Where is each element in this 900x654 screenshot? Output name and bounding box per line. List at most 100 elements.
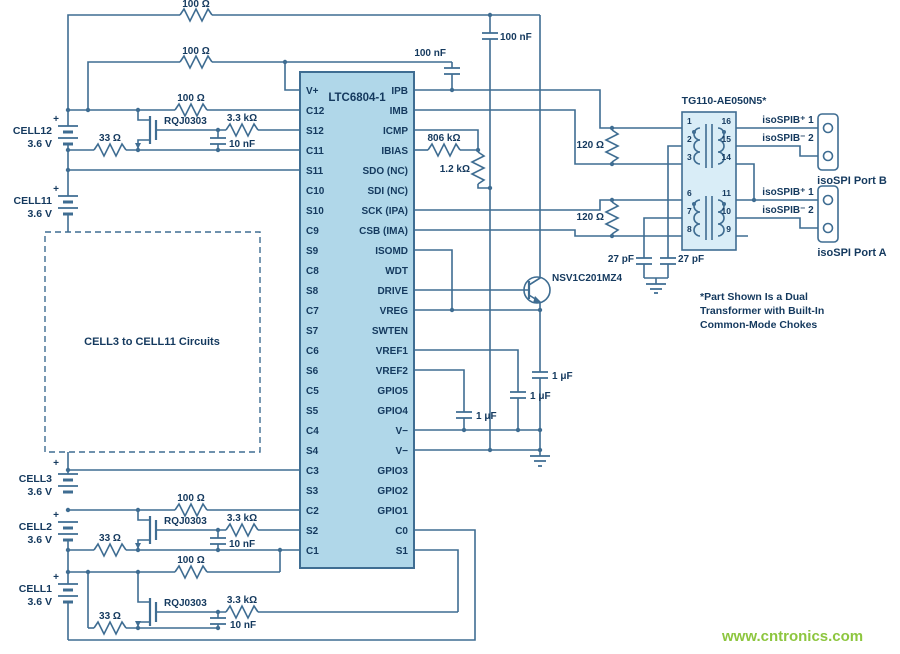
resistor-value: 1.2 kΩ xyxy=(440,164,470,175)
pin-label: C12 xyxy=(306,106,325,117)
resistor-3k3-cell2 xyxy=(225,522,259,538)
footnote: *Part Shown Is a Dual Transformer with B… xyxy=(700,291,824,331)
resistor-100ohm-c2 xyxy=(174,502,208,518)
mosfet-part-number: RQJ0303 xyxy=(164,598,207,609)
isospib-plus-label-porta: isoSPIB⁺ 1 xyxy=(762,187,814,198)
pin-label: S7 xyxy=(306,326,319,337)
pin-label: S8 xyxy=(306,286,319,297)
pin-label: IBIAS xyxy=(381,146,408,157)
capacitor-1uf-vref1 xyxy=(510,391,526,399)
pin-label: C11 xyxy=(306,146,324,157)
mosfet-cell2-symbol xyxy=(135,510,158,550)
pin-label: V− xyxy=(395,426,408,437)
pin-number: 6 xyxy=(687,188,692,198)
polarity-plus: + xyxy=(53,184,59,195)
npn-transistor-symbol xyxy=(523,276,551,310)
cell-labels: + CELL12 3.6 V + CELL11 3.6 V + CELL3 3.… xyxy=(13,114,59,608)
junction-dots xyxy=(65,12,757,631)
capacitor-10nf-cell2 xyxy=(210,537,226,545)
transformer-core-lines xyxy=(705,124,713,240)
capacitor-27pf-left xyxy=(636,257,652,265)
transformer-box xyxy=(681,111,737,251)
pin-label: C4 xyxy=(306,426,319,437)
battery-cell3-symbol xyxy=(58,473,78,494)
capacitor-100nf-right xyxy=(482,32,498,40)
resistor-value: 33 Ω xyxy=(99,133,121,144)
pin-label: S5 xyxy=(306,406,319,417)
pin-number: 10 xyxy=(722,206,732,216)
capacitor-value: 1 μF xyxy=(476,411,497,422)
pin-label: C0 xyxy=(395,526,408,537)
pin-label: VREF1 xyxy=(376,346,409,357)
pin-label: S10 xyxy=(306,206,324,217)
pin-label: S12 xyxy=(306,126,324,137)
pin-number: 2 xyxy=(687,134,692,144)
resistor-value: 100 Ω xyxy=(182,0,209,10)
footnote-line: *Part Shown Is a Dual xyxy=(700,291,808,303)
mosfet-cell1-symbol xyxy=(135,572,158,628)
isospib-minus-label-porta: isoSPIB⁻ 2 xyxy=(762,205,814,216)
pin-label: VREG xyxy=(380,306,409,317)
pin-label: C3 xyxy=(306,466,319,477)
resistor-3k3-cell12 xyxy=(225,122,259,138)
pin-label: S2 xyxy=(306,526,319,537)
pin-label: S9 xyxy=(306,246,319,257)
cell-name: CELL11 xyxy=(13,195,52,207)
pin-label: C7 xyxy=(306,306,319,317)
capacitor-10nf-cell1 xyxy=(210,617,226,625)
pin-label: C5 xyxy=(306,386,319,397)
battery-cell12-symbol xyxy=(58,125,78,146)
ic-left-pin-labels: V+ C12 S12 C11 S11 C10 S10 C9 S9 C8 S8 C… xyxy=(306,86,325,557)
cell-voltage: 3.6 V xyxy=(27,486,52,498)
polarity-dot xyxy=(692,130,696,134)
capacitor-value: 1 μF xyxy=(552,371,573,382)
pin-label: S1 xyxy=(396,546,409,557)
battery-cell2-symbol xyxy=(58,521,78,542)
resistor-value: 120 Ω xyxy=(577,212,604,223)
resistor-1k2 xyxy=(470,151,486,185)
capacitor-value: 10 nF xyxy=(229,139,255,150)
pin-label: GPIO1 xyxy=(377,506,408,517)
ground-symbol-transformer xyxy=(646,283,666,294)
isospi-port-a-label: isoSPI Port A xyxy=(817,247,886,259)
ground-symbol-vminus xyxy=(530,455,550,467)
pin-label: GPIO5 xyxy=(377,386,408,397)
ic-right-pin-labels: IPB IMB ICMP IBIAS SDO (NC) SDI (NC) SCK… xyxy=(359,86,408,557)
pin-label: C6 xyxy=(306,346,319,357)
polarity-plus: + xyxy=(53,114,59,125)
pin-label: V− xyxy=(395,446,408,457)
resistor-value: 33 Ω xyxy=(99,611,121,622)
footnote-line: Transformer with Built-In xyxy=(700,305,824,317)
polarity-dot xyxy=(692,202,696,206)
cell-voltage: 3.6 V xyxy=(27,138,52,150)
resistor-value: 100 Ω xyxy=(177,493,204,504)
resistor-100ohm-top1 xyxy=(179,7,213,23)
capacitor-10nf-cell12 xyxy=(210,137,226,145)
polarity-dot xyxy=(722,202,726,206)
capacitor-1uf-vref2 xyxy=(456,411,472,419)
pin-label: C9 xyxy=(306,226,319,237)
mosfet-part-number: RQJ0303 xyxy=(164,516,207,527)
resistor-value: 100 Ω xyxy=(182,46,209,57)
footnote-line: Common-Mode Chokes xyxy=(700,319,817,331)
cell-name: CELL1 xyxy=(19,583,52,595)
pin-label: CSB (IMA) xyxy=(359,226,408,237)
pin-label: ISOMD xyxy=(375,246,408,257)
pin-label: SDO (NC) xyxy=(362,166,408,177)
resistor-value: 806 kΩ xyxy=(427,133,460,144)
pin-number: 15 xyxy=(722,134,732,144)
dashed-box-label: CELL3 to CELL11 Circuits xyxy=(84,336,220,348)
resistor-33ohm-cell12 xyxy=(93,142,127,158)
pin-label: SWTEN xyxy=(372,326,408,337)
capacitor-100nf-left xyxy=(444,67,460,75)
resistor-120ohm-porta xyxy=(604,201,620,235)
pin-label: SCK (IPA) xyxy=(362,206,408,217)
resistor-value: 3.3 kΩ xyxy=(227,113,257,124)
capacitor-27pf-right xyxy=(660,257,676,265)
capacitor-value: 27 pF xyxy=(678,254,704,265)
pin-label: VREF2 xyxy=(376,366,409,377)
isospi-port-b-label: isoSPI Port B xyxy=(817,175,887,187)
pin-label: GPIO2 xyxy=(377,486,408,497)
capacitor-value: 100 nF xyxy=(414,48,446,59)
transistor-part-number: NSV1C201MZ4 xyxy=(552,273,622,284)
